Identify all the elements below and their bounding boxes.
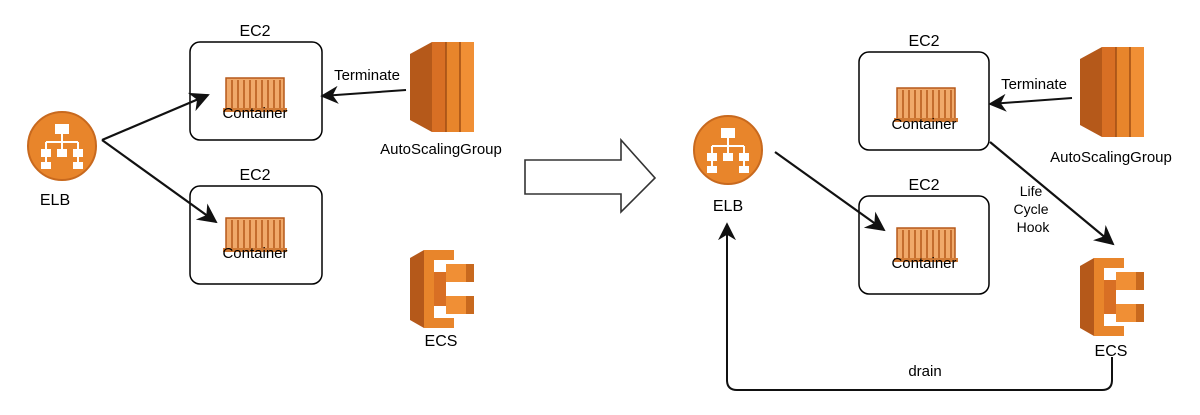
left-asg-label: AutoScalingGroup (380, 141, 502, 158)
hook-line-2: Cycle (1014, 201, 1049, 217)
load-balancer-icon (27, 111, 97, 181)
left-ec2-top-title: EC2 (239, 23, 270, 40)
right-terminate-label: Terminate (1001, 76, 1067, 93)
right-ec2-bottom-title: EC2 (908, 177, 939, 194)
right-asg-label: AutoScalingGroup (1050, 149, 1172, 166)
ecs-icon (410, 250, 474, 328)
right-ec2-bottom: EC2 Container (858, 177, 990, 295)
right-ec2-top: EC2 Container (858, 33, 990, 151)
right-ecs-label: ECS (1095, 343, 1128, 360)
left-ec2-bottom-title: EC2 (239, 167, 270, 184)
auto-scaling-icon (1079, 46, 1145, 138)
left-ec2-bottom: EC2 Container (189, 167, 323, 285)
right-ec2-top-title: EC2 (908, 33, 939, 50)
transition-arrow-icon (524, 137, 657, 214)
right-ec2-bottom-container-label: Container (891, 255, 956, 272)
left-elb: ELB (27, 111, 97, 209)
left-ec2-top-container-label: Container (222, 105, 287, 122)
right-elb-to-ec2-bottom-arrow (774, 151, 886, 232)
hook-line-3: Hook (1017, 219, 1051, 235)
auto-scaling-icon (409, 41, 475, 133)
right-ecs: ECS (1080, 258, 1144, 360)
right-elb-label: ELB (713, 198, 743, 215)
drain-arrow (718, 222, 1113, 391)
right-terminate-arrow (988, 93, 1073, 112)
left-panel: ELB EC2 Container EC2 Container AutoScal… (27, 23, 502, 350)
left-ec2-bottom-container-label: Container (222, 245, 287, 262)
right-ec2-top-container-label: Container (891, 116, 956, 133)
right-panel: ELB EC2 Container EC2 Container AutoScal… (693, 33, 1172, 391)
ecs-icon (1080, 258, 1144, 336)
left-ecs-label: ECS (425, 333, 458, 350)
left-terminate-arrow (320, 85, 407, 104)
left-ec2-top: EC2 Container (189, 23, 323, 141)
left-elb-label: ELB (40, 192, 70, 209)
left-elb-to-ec2-top-arrow (101, 92, 210, 142)
hook-line-1: Life (1020, 183, 1043, 199)
left-terminate-label: Terminate (334, 67, 400, 84)
right-lifecycle-hook-label: Life Cycle Hook (1014, 183, 1053, 235)
load-balancer-icon (693, 115, 763, 185)
left-asg: AutoScalingGroup (380, 41, 502, 158)
right-elb: ELB (693, 115, 763, 215)
left-elb-to-ec2-bottom-arrow (101, 139, 218, 224)
drain-label: drain (908, 363, 941, 380)
right-lifecycle-hook-arrow (989, 141, 1115, 246)
left-ecs: ECS (410, 250, 474, 350)
right-asg: AutoScalingGroup (1050, 46, 1172, 166)
